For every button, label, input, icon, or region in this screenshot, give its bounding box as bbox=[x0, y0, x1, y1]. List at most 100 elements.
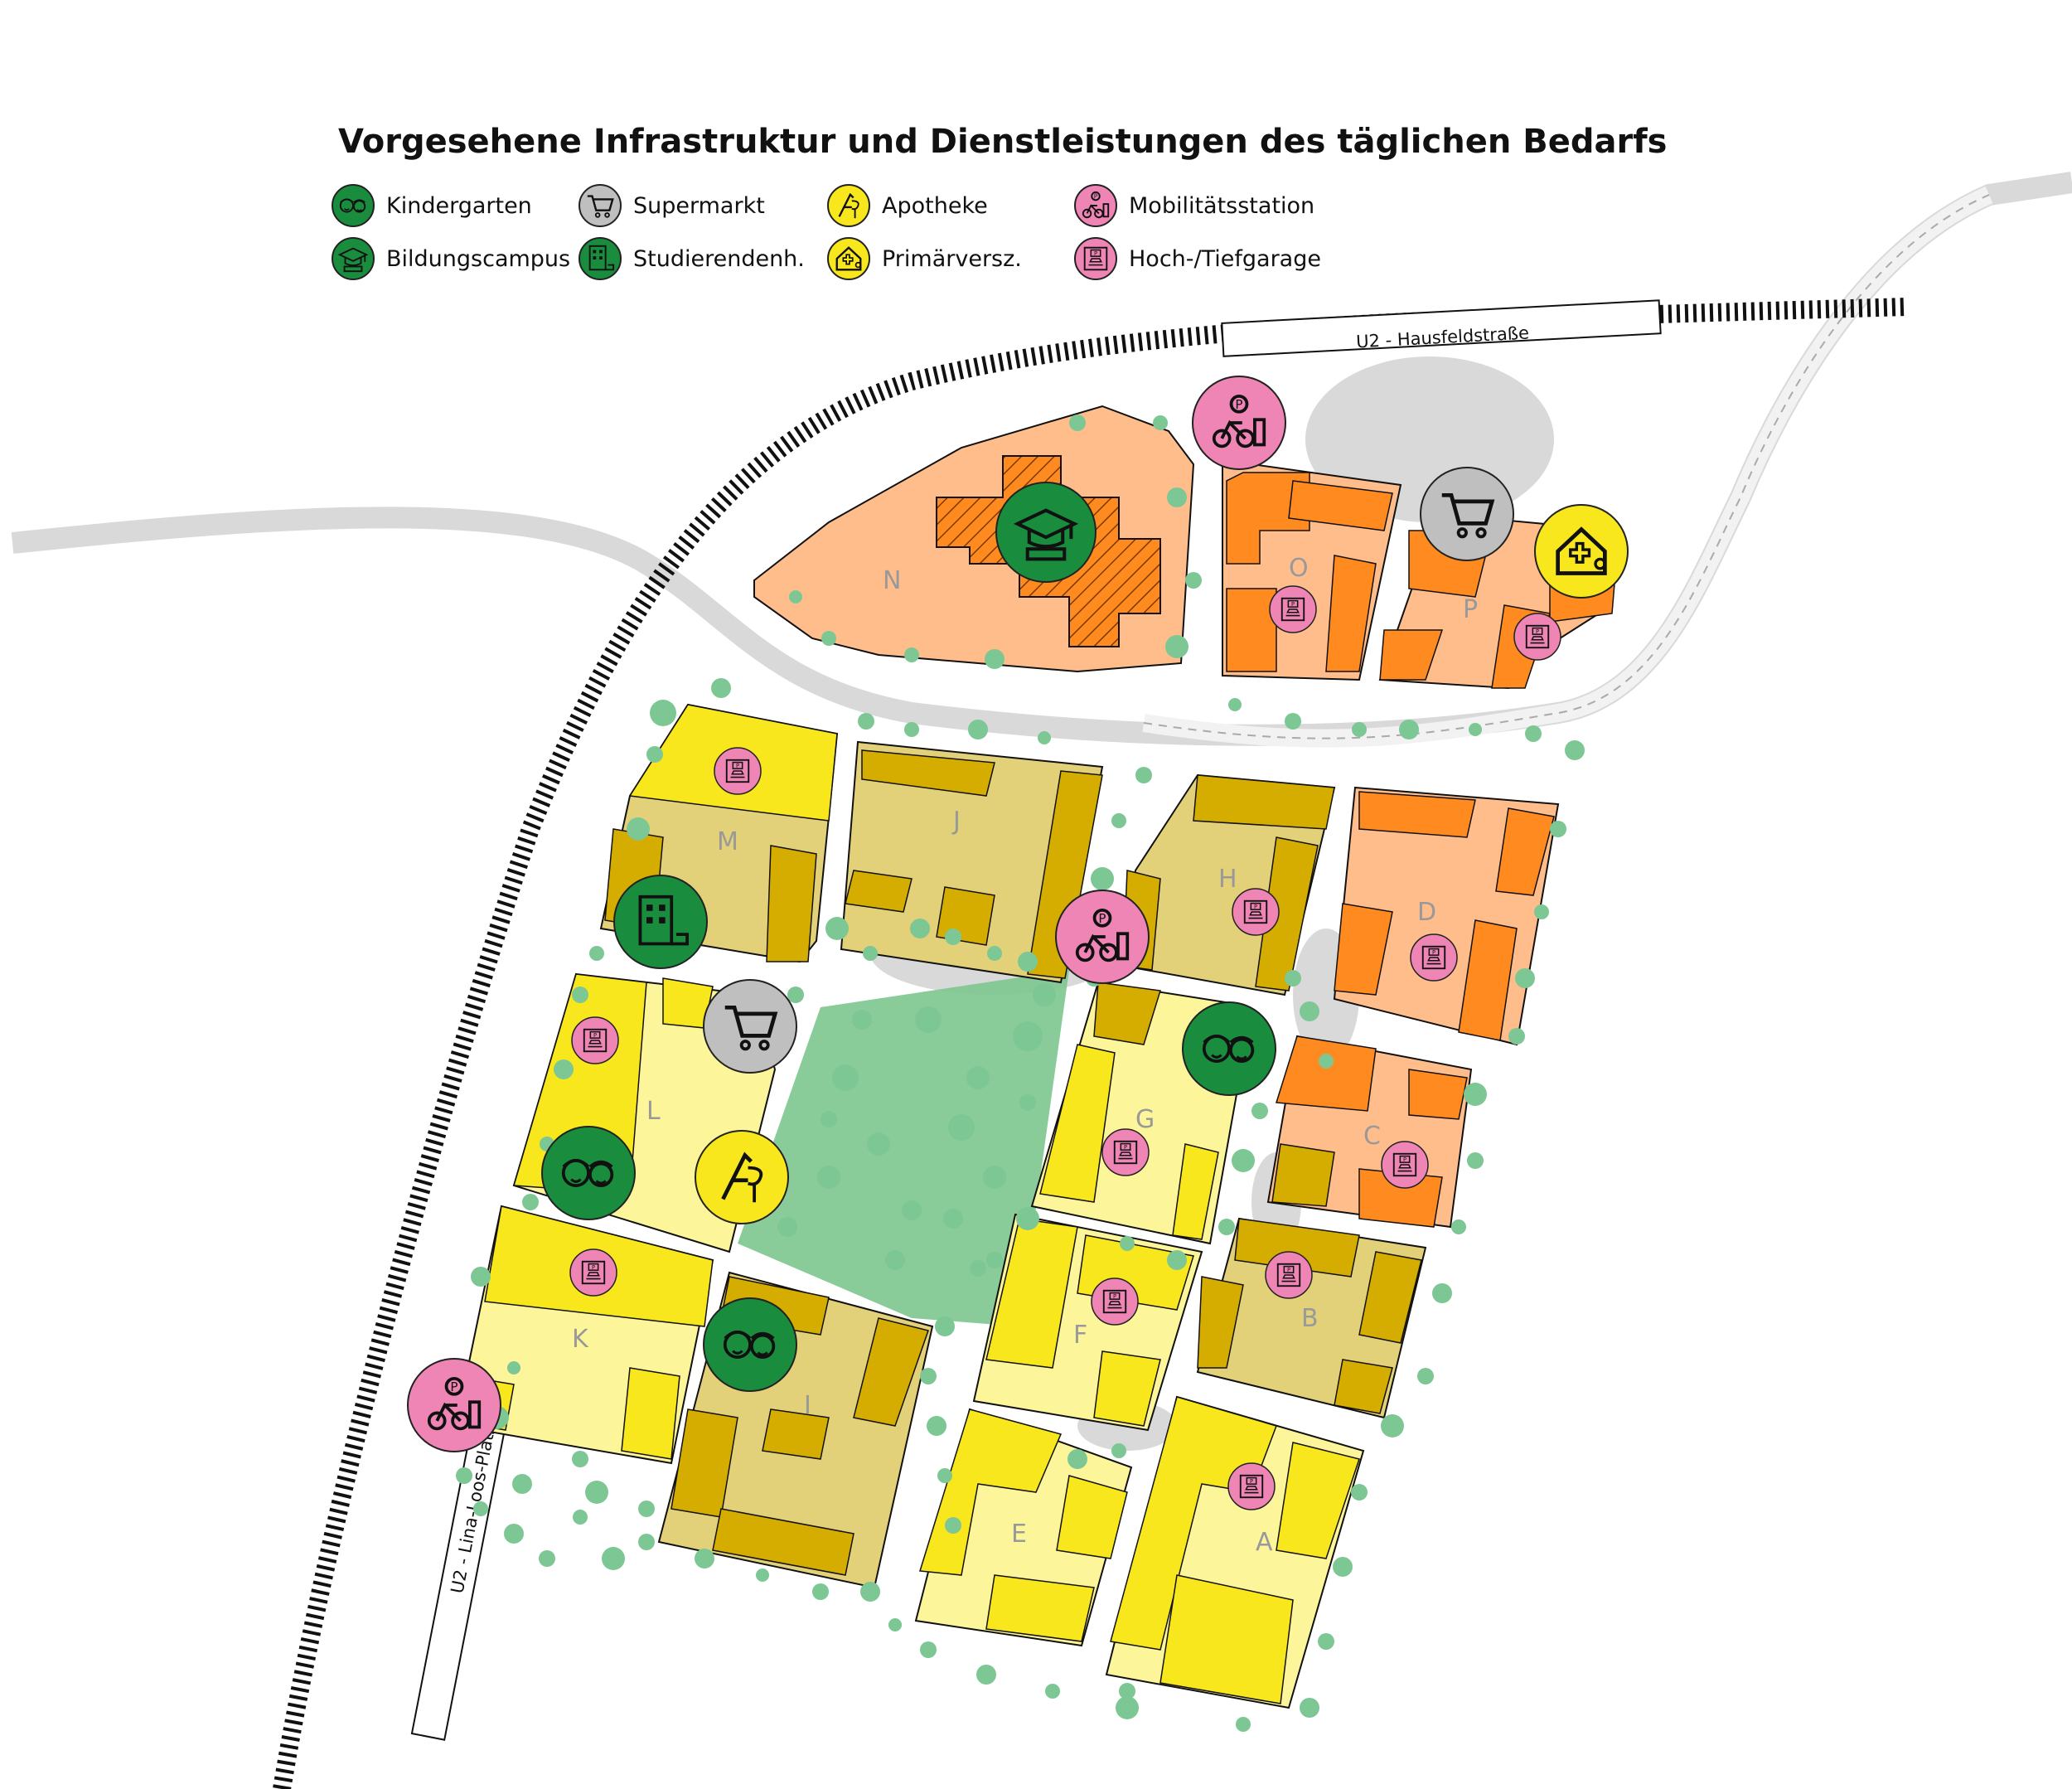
garage-icon bbox=[1265, 1251, 1313, 1299]
student-housing-icon bbox=[579, 237, 622, 280]
tree bbox=[1300, 1001, 1319, 1021]
legend-label-apotheke: Apotheke bbox=[882, 192, 988, 219]
tree bbox=[1565, 740, 1585, 760]
tree bbox=[910, 919, 930, 938]
tree bbox=[937, 1468, 952, 1483]
tree bbox=[1432, 1283, 1452, 1303]
tree bbox=[1550, 821, 1566, 837]
tree bbox=[945, 1517, 961, 1534]
garage-icon bbox=[571, 1016, 619, 1064]
block-label-i: I bbox=[804, 1391, 811, 1420]
kids-faces-icon bbox=[332, 184, 375, 227]
block-label-n: N bbox=[883, 566, 901, 595]
legend-label-kindergarten: Kindergarten bbox=[386, 192, 532, 219]
garage-icon bbox=[1381, 1141, 1429, 1189]
tree bbox=[589, 946, 604, 961]
tree bbox=[915, 1006, 942, 1033]
block-label-o: O bbox=[1289, 554, 1309, 583]
tree bbox=[572, 1451, 588, 1467]
tree bbox=[1120, 1236, 1135, 1251]
legend-label-bildungscampus: Bildungscampus bbox=[386, 245, 571, 272]
tree bbox=[695, 1549, 714, 1568]
tree bbox=[1167, 487, 1187, 507]
tree bbox=[1417, 1368, 1434, 1384]
tree bbox=[1185, 572, 1202, 589]
tree bbox=[983, 1166, 1006, 1189]
tree bbox=[627, 817, 650, 841]
garage-icon bbox=[1513, 613, 1561, 661]
tree bbox=[1016, 1207, 1039, 1230]
pharmacy-icon bbox=[695, 1130, 789, 1224]
tree bbox=[888, 1618, 902, 1631]
tree bbox=[1381, 1414, 1404, 1438]
garage-icon bbox=[1101, 1128, 1150, 1176]
tree bbox=[756, 1568, 769, 1582]
tree bbox=[812, 1583, 829, 1600]
tree bbox=[1285, 970, 1301, 987]
tree bbox=[539, 1550, 555, 1567]
station-north: U2 - Hausfeldstraße bbox=[1221, 299, 1662, 357]
tree bbox=[1399, 720, 1419, 739]
tree bbox=[1469, 723, 1482, 736]
tree bbox=[867, 1132, 890, 1156]
tree bbox=[821, 631, 836, 646]
tree bbox=[1251, 1103, 1268, 1119]
tree bbox=[1228, 698, 1242, 711]
tree bbox=[1013, 1021, 1043, 1051]
legend-item-primaerversorgung: Primärversz. bbox=[827, 235, 1022, 282]
block-f: F bbox=[972, 1213, 1203, 1432]
tree bbox=[1534, 904, 1549, 919]
tree bbox=[902, 1200, 922, 1220]
tree bbox=[1067, 1449, 1087, 1469]
legend-item-bildungscampus: Bildungscampus bbox=[332, 235, 570, 282]
tree bbox=[638, 1501, 655, 1517]
tree bbox=[1119, 1683, 1135, 1699]
legend-item-garage: Hoch-/Tiefgarage bbox=[1074, 235, 1321, 282]
bike-parking-icon bbox=[1074, 184, 1117, 227]
garage-icon bbox=[714, 747, 762, 795]
block-label-e: E bbox=[1011, 1520, 1027, 1549]
tree bbox=[1111, 1443, 1126, 1458]
bike-parking-icon bbox=[1055, 890, 1150, 984]
block-c: C bbox=[1266, 1035, 1473, 1229]
bike-parking-icon bbox=[1192, 376, 1286, 470]
rail-line bbox=[273, 298, 1907, 1789]
central-park bbox=[738, 970, 1069, 1326]
block-b: B bbox=[1196, 1217, 1427, 1419]
tree bbox=[1018, 952, 1038, 972]
block-label-h: H bbox=[1218, 865, 1237, 894]
garage-icon bbox=[1269, 585, 1317, 633]
legend-label-mobilitaetsstation: Mobilitätsstation bbox=[1129, 192, 1315, 219]
tree bbox=[650, 700, 676, 726]
shopping-cart-icon bbox=[1420, 467, 1514, 561]
tree bbox=[507, 1361, 520, 1374]
kids-faces-icon bbox=[541, 1126, 636, 1220]
tree bbox=[858, 713, 874, 730]
block-n: N bbox=[753, 405, 1195, 673]
tree bbox=[711, 678, 731, 698]
tree bbox=[554, 1059, 574, 1079]
health-house-icon bbox=[827, 237, 870, 280]
tree bbox=[1352, 722, 1367, 737]
kids-faces-icon bbox=[1182, 1001, 1276, 1096]
legend-label-garage: Hoch-/Tiefgarage bbox=[1129, 245, 1321, 272]
legend: Kindergarten Bildungscampus Supermarkt S… bbox=[332, 182, 1409, 290]
tree bbox=[920, 1368, 937, 1384]
tree bbox=[1135, 767, 1152, 783]
block-label-a: A bbox=[1256, 1528, 1273, 1557]
health-house-icon bbox=[1534, 504, 1629, 599]
tree bbox=[968, 720, 988, 739]
tree bbox=[1467, 1152, 1484, 1169]
tree bbox=[927, 1416, 946, 1436]
tree bbox=[966, 1066, 990, 1089]
garage-icon bbox=[569, 1248, 617, 1297]
shopping-cart-icon bbox=[579, 184, 622, 227]
bike-parking-icon bbox=[407, 1358, 501, 1452]
pharmacy-icon bbox=[827, 184, 870, 227]
tree bbox=[1019, 1094, 1036, 1111]
tree bbox=[1318, 1633, 1334, 1650]
tree bbox=[1319, 1054, 1334, 1069]
tree bbox=[904, 722, 919, 737]
tree bbox=[1218, 1219, 1235, 1235]
